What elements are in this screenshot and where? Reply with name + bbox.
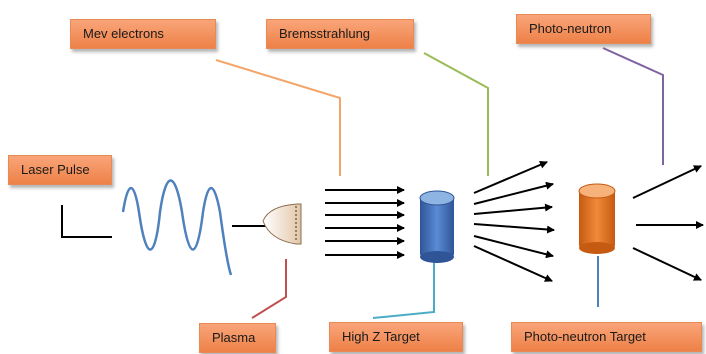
photo-neutron-arrows <box>632 165 704 281</box>
photo-neutron-label: Photo-neutron <box>516 14 651 44</box>
mev-electrons-label: Mev electrons <box>70 19 216 49</box>
mev-electrons-leader <box>215 59 341 176</box>
plasma-icon <box>262 203 302 245</box>
bremsstrahlung-leader <box>423 52 489 176</box>
laser-wave-icon <box>121 179 233 276</box>
high-z-target-label: High Z Target <box>329 322 463 352</box>
bremsstrahlung-arrows <box>473 161 555 282</box>
photo-neutron-target-label: Photo-neutron Target <box>511 322 702 352</box>
high-z-target-leader <box>372 262 435 319</box>
high-z-target-icon <box>419 190 455 263</box>
photo-neutron-leader <box>602 47 664 165</box>
plasma-leader <box>251 259 287 319</box>
plasma-label: Plasma <box>199 323 276 353</box>
electron-beam-arrows <box>325 186 405 259</box>
photo-neutron-target-icon <box>578 183 616 254</box>
laser-pulse-label: Laser Pulse <box>8 155 112 185</box>
laser-pulse-leader <box>61 205 112 238</box>
bremsstrahlung-label: Bremsstrahlung <box>266 19 414 49</box>
